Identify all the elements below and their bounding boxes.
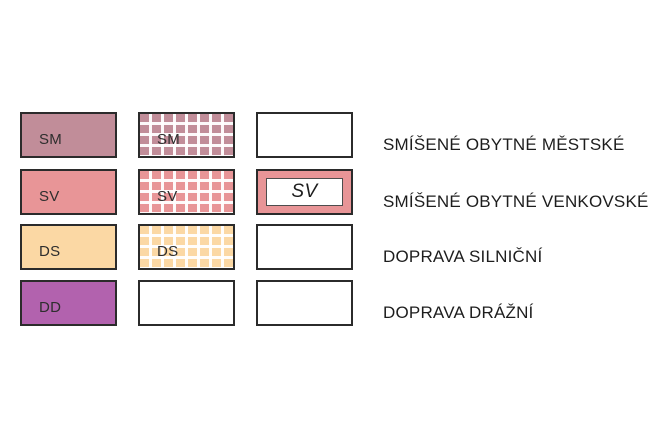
swatch-empty bbox=[256, 112, 353, 158]
legend-row-sv: SV SV SV SMÍŠENÉ OBYTNÉ VENKOVSKÉ bbox=[0, 169, 671, 215]
legend-entry-label: DOPRAVA DRÁŽNÍ bbox=[383, 303, 534, 322]
legend-entry-label: SMÍŠENÉ OBYTNÉ MĚSTSKÉ bbox=[383, 135, 625, 154]
legend-row-sm: SM SM SMÍŠENÉ OBYTNÉ MĚSTSKÉ bbox=[0, 112, 671, 158]
swatch-hatched-ds: DS bbox=[138, 224, 235, 270]
swatch-empty bbox=[256, 224, 353, 270]
swatch-outlined-sv: SV bbox=[256, 169, 353, 215]
swatch-outlined-inner: SV bbox=[266, 178, 343, 206]
swatch-hatched-sv: SV bbox=[138, 169, 235, 215]
legend-entry-label: DOPRAVA SILNIČNÍ bbox=[383, 247, 543, 266]
swatch-code-label: DS bbox=[157, 242, 179, 260]
swatch-code-label: SV bbox=[39, 187, 60, 205]
legend-entry-label: SMÍŠENÉ OBYTNÉ VENKOVSKÉ bbox=[383, 192, 649, 211]
swatch-empty bbox=[256, 280, 353, 326]
swatch-code-label: DD bbox=[39, 298, 62, 316]
swatch-solid-sv: SV bbox=[20, 169, 117, 215]
swatch-code-label: SM bbox=[157, 130, 181, 148]
legend-row-dd: DD DOPRAVA DRÁŽNÍ bbox=[0, 280, 671, 326]
swatch-code-label: SV bbox=[157, 187, 178, 205]
swatch-solid-ds: DS bbox=[20, 224, 117, 270]
legend-row-ds: DS DS DOPRAVA SILNIČNÍ bbox=[0, 224, 671, 270]
swatch-code-italic-label: SV bbox=[291, 180, 318, 202]
swatch-empty bbox=[138, 280, 235, 326]
swatch-hatched-sm: SM bbox=[138, 112, 235, 158]
swatch-solid-sm: SM bbox=[20, 112, 117, 158]
swatch-code-label: SM bbox=[39, 130, 63, 148]
swatch-code-label: DS bbox=[39, 242, 61, 260]
swatch-solid-dd: DD bbox=[20, 280, 117, 326]
